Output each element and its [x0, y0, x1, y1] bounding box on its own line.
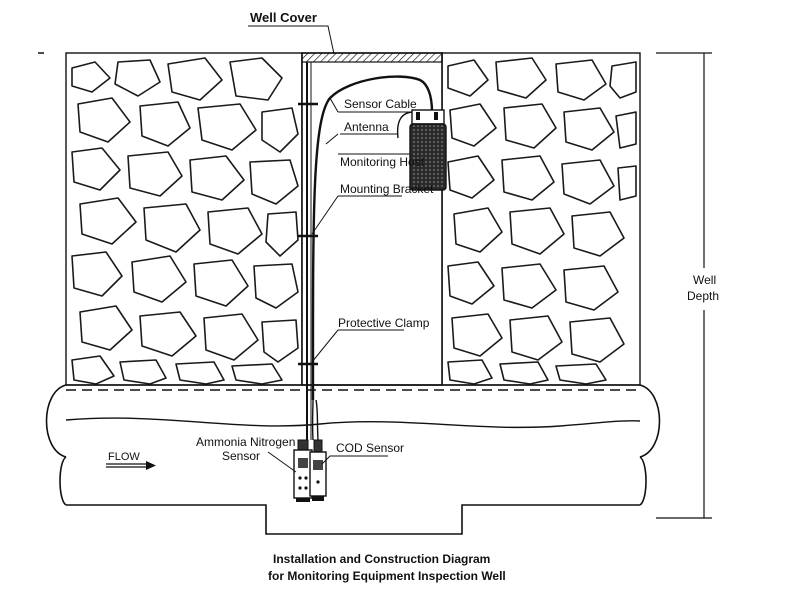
cod-sensor-label: COD Sensor	[336, 441, 404, 455]
well-cover-label: Well Cover	[250, 10, 317, 25]
ammonia-sensor-label-1: Ammonia Nitrogen	[196, 435, 295, 449]
cod-sensor	[309, 439, 327, 501]
sensor-cable	[311, 75, 434, 401]
well-depth-label-2: Depth	[687, 289, 719, 303]
protective-clamp-label: Protective Clamp	[338, 316, 430, 330]
well-depth-dimension	[656, 52, 712, 519]
mounting-bracket-label: Mounting Bracket	[340, 182, 434, 196]
caption-line-2: for Monitoring Equipment Inspection Well	[268, 569, 506, 583]
ammonia-nitrogen-sensor	[293, 439, 313, 502]
leader-lines	[248, 25, 412, 473]
monitoring-host	[409, 109, 447, 191]
monitoring-host-label: Monitoring Host	[340, 155, 425, 169]
ammonia-sensor-label-2: Sensor	[222, 449, 260, 463]
caption-line-1: Installation and Construction Diagram	[273, 552, 490, 566]
well-cover	[301, 52, 443, 63]
flow-arrow	[106, 461, 156, 470]
flow-label: FLOW	[108, 451, 140, 463]
well-depth-label-1: Well	[693, 273, 716, 287]
sensor-cable-label: Sensor Cable	[344, 97, 417, 111]
antenna-label: Antenna	[344, 120, 389, 134]
rock-fill-left	[65, 52, 303, 386]
rock-fill-right	[441, 52, 641, 386]
pipe	[45, 384, 661, 535]
